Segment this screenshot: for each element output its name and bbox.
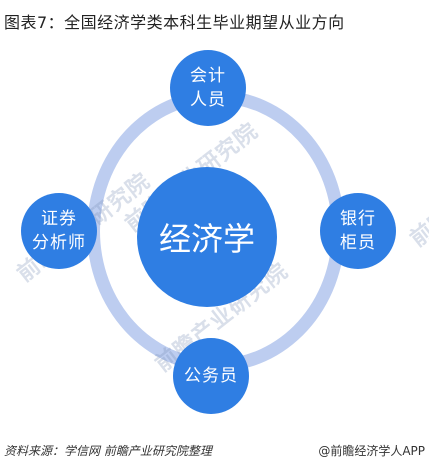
node-civil-servant: 公务员 <box>173 338 249 414</box>
node-label-line1: 会计 <box>190 66 226 86</box>
watermark: 前瞻产业研究院 <box>405 133 429 253</box>
node-label-line1: 公务员 <box>184 366 238 386</box>
footer: 资料来源：学信网 前瞻产业研究院整理 @前瞻经济学人APP <box>4 442 425 464</box>
node-bank-teller: 银行 柜员 <box>320 193 396 269</box>
node-label-line2: 柜员 <box>340 233 376 253</box>
node-label-line2: 分析师 <box>32 233 86 253</box>
node-securities-analyst: 证券 分析师 <box>21 193 97 269</box>
center-node-economics: 经济学 <box>137 167 277 307</box>
node-label-line1: 证券 <box>41 209 77 229</box>
center-node-label: 经济学 <box>158 220 255 258</box>
node-accountant: 会计 人员 <box>170 50 246 126</box>
node-label-line1: 银行 <box>340 209 376 229</box>
source-note: 资料来源：学信网 前瞻产业研究院整理 <box>4 444 212 458</box>
chart-title: 图表7：全国经济学类本科生毕业期望从业方向 <box>4 13 345 32</box>
node-label-line2: 人员 <box>190 90 226 110</box>
brand-credit: @前瞻经济学人APP <box>318 444 425 458</box>
